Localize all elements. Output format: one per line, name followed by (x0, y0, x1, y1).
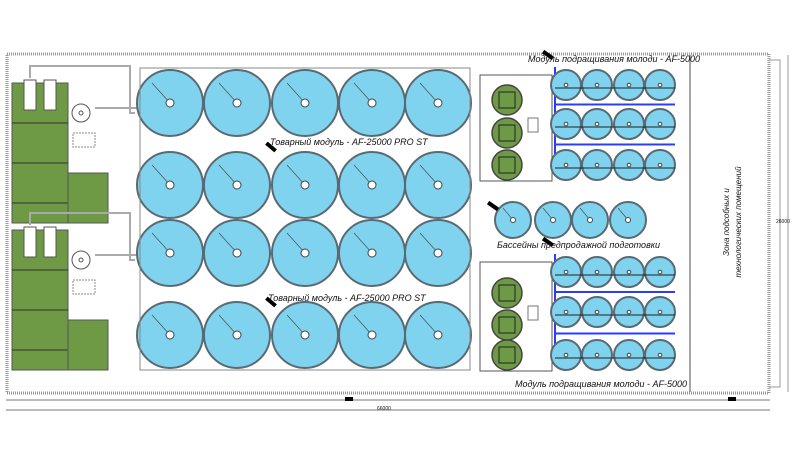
tank-drain (594, 269, 600, 275)
filter-unit (43, 79, 57, 111)
control-unit (72, 279, 96, 295)
label-commercial-module-top: Товарный модуль - AF-25000 PRO ST (270, 137, 428, 147)
marker-arrow (541, 49, 555, 61)
tank-drain (367, 180, 377, 190)
tank-drain (367, 248, 377, 258)
biofilter-tank (491, 117, 523, 149)
tank-drain (626, 162, 632, 168)
biofilter-grid (498, 284, 516, 302)
tank-drain (657, 269, 663, 275)
tank-drain (563, 121, 569, 127)
outer-line (769, 59, 781, 388)
tank-drain (626, 309, 632, 315)
utility-zone-line1: Зона подсобных и (722, 188, 731, 256)
tank-drain (232, 248, 242, 258)
biofilter-tank (491, 84, 523, 116)
tank-drain (626, 121, 632, 127)
tank-drain (367, 98, 377, 108)
marker-arrow (541, 236, 555, 248)
label-presale-pools: Бассейны предпродажной подготовки (497, 240, 661, 250)
tank-drain (165, 180, 175, 190)
tank-drain (433, 330, 443, 340)
tank-drain (625, 217, 631, 223)
tank-drain (563, 269, 569, 275)
pump-icon (71, 250, 91, 270)
marker-arrow (265, 296, 277, 308)
label-utility-zone: Зона подсобных и технологических помещен… (721, 157, 745, 287)
biofilter-tank (491, 149, 523, 181)
tank-drain (510, 217, 516, 223)
biofilter-grid (498, 91, 516, 109)
biofilter-tank (491, 309, 523, 341)
tank-drain (563, 162, 569, 168)
tank-drain (657, 121, 663, 127)
label-fry-module-top: Модуль подращивания молоди - AF-5000 (528, 54, 701, 64)
tank-drain (563, 82, 569, 88)
biofilter-grid (498, 124, 516, 142)
tank-drain (433, 180, 443, 190)
tank-drain (300, 248, 310, 258)
pump-hub (78, 257, 84, 263)
tank-drain (657, 309, 663, 315)
tank-drain (232, 180, 242, 190)
tank-drain (165, 98, 175, 108)
tank-drain (657, 162, 663, 168)
tank-drain (300, 98, 310, 108)
tank-drain (367, 330, 377, 340)
dimension-width: 26000 (776, 219, 790, 225)
module-frame (139, 67, 471, 371)
dimension-marker (345, 397, 353, 401)
tank-drain (563, 352, 569, 358)
pump-hub (78, 110, 84, 116)
tank-drain (594, 309, 600, 315)
tank-drain (626, 269, 632, 275)
biofilter-tank (491, 277, 523, 309)
biofilter-grid (498, 346, 516, 364)
dimension-length: 66000 (377, 406, 391, 412)
tank-drain (433, 248, 443, 258)
building-wall (5, 52, 771, 395)
marker-arrow (486, 200, 500, 212)
filter-unit (43, 226, 57, 258)
tank-drain (594, 82, 600, 88)
tank-drain (300, 330, 310, 340)
control-box (527, 305, 539, 321)
filter-tank (11, 229, 69, 371)
filter-unit (23, 79, 37, 111)
tank-drain (232, 330, 242, 340)
sump-tank (67, 319, 109, 371)
tank-drain (626, 352, 632, 358)
pipe (29, 65, 135, 114)
sump-tank (67, 172, 109, 224)
tank-drain (165, 330, 175, 340)
filter-unit (23, 226, 37, 258)
biofilter-tank (491, 339, 523, 371)
tank-drain (165, 248, 175, 258)
tank-drain (594, 162, 600, 168)
control-unit (72, 132, 96, 148)
tank-drain (594, 352, 600, 358)
biofilter-grid (498, 156, 516, 174)
tank-drain (550, 217, 556, 223)
label-fry-module-bottom: Модуль подращивания молоди - AF-5000 (515, 379, 688, 389)
control-box (527, 117, 539, 133)
filter-tank (11, 82, 69, 224)
dimension-marker (728, 397, 736, 401)
tank-drain (626, 82, 632, 88)
tank-drain (657, 82, 663, 88)
tank-drain (594, 121, 600, 127)
pump-icon (71, 103, 91, 123)
tank-drain (563, 309, 569, 315)
tank-drain (657, 352, 663, 358)
tank-drain (587, 217, 593, 223)
label-commercial-module-bottom: Товарный модуль - AF-25000 PRO ST (268, 293, 426, 303)
tank-drain (433, 98, 443, 108)
utility-zone-line2: технологических помещений (734, 166, 743, 278)
biofilter-grid (498, 316, 516, 334)
tank-drain (232, 98, 242, 108)
pipe (29, 212, 135, 261)
tank-drain (300, 180, 310, 190)
marker-arrow (265, 141, 277, 153)
